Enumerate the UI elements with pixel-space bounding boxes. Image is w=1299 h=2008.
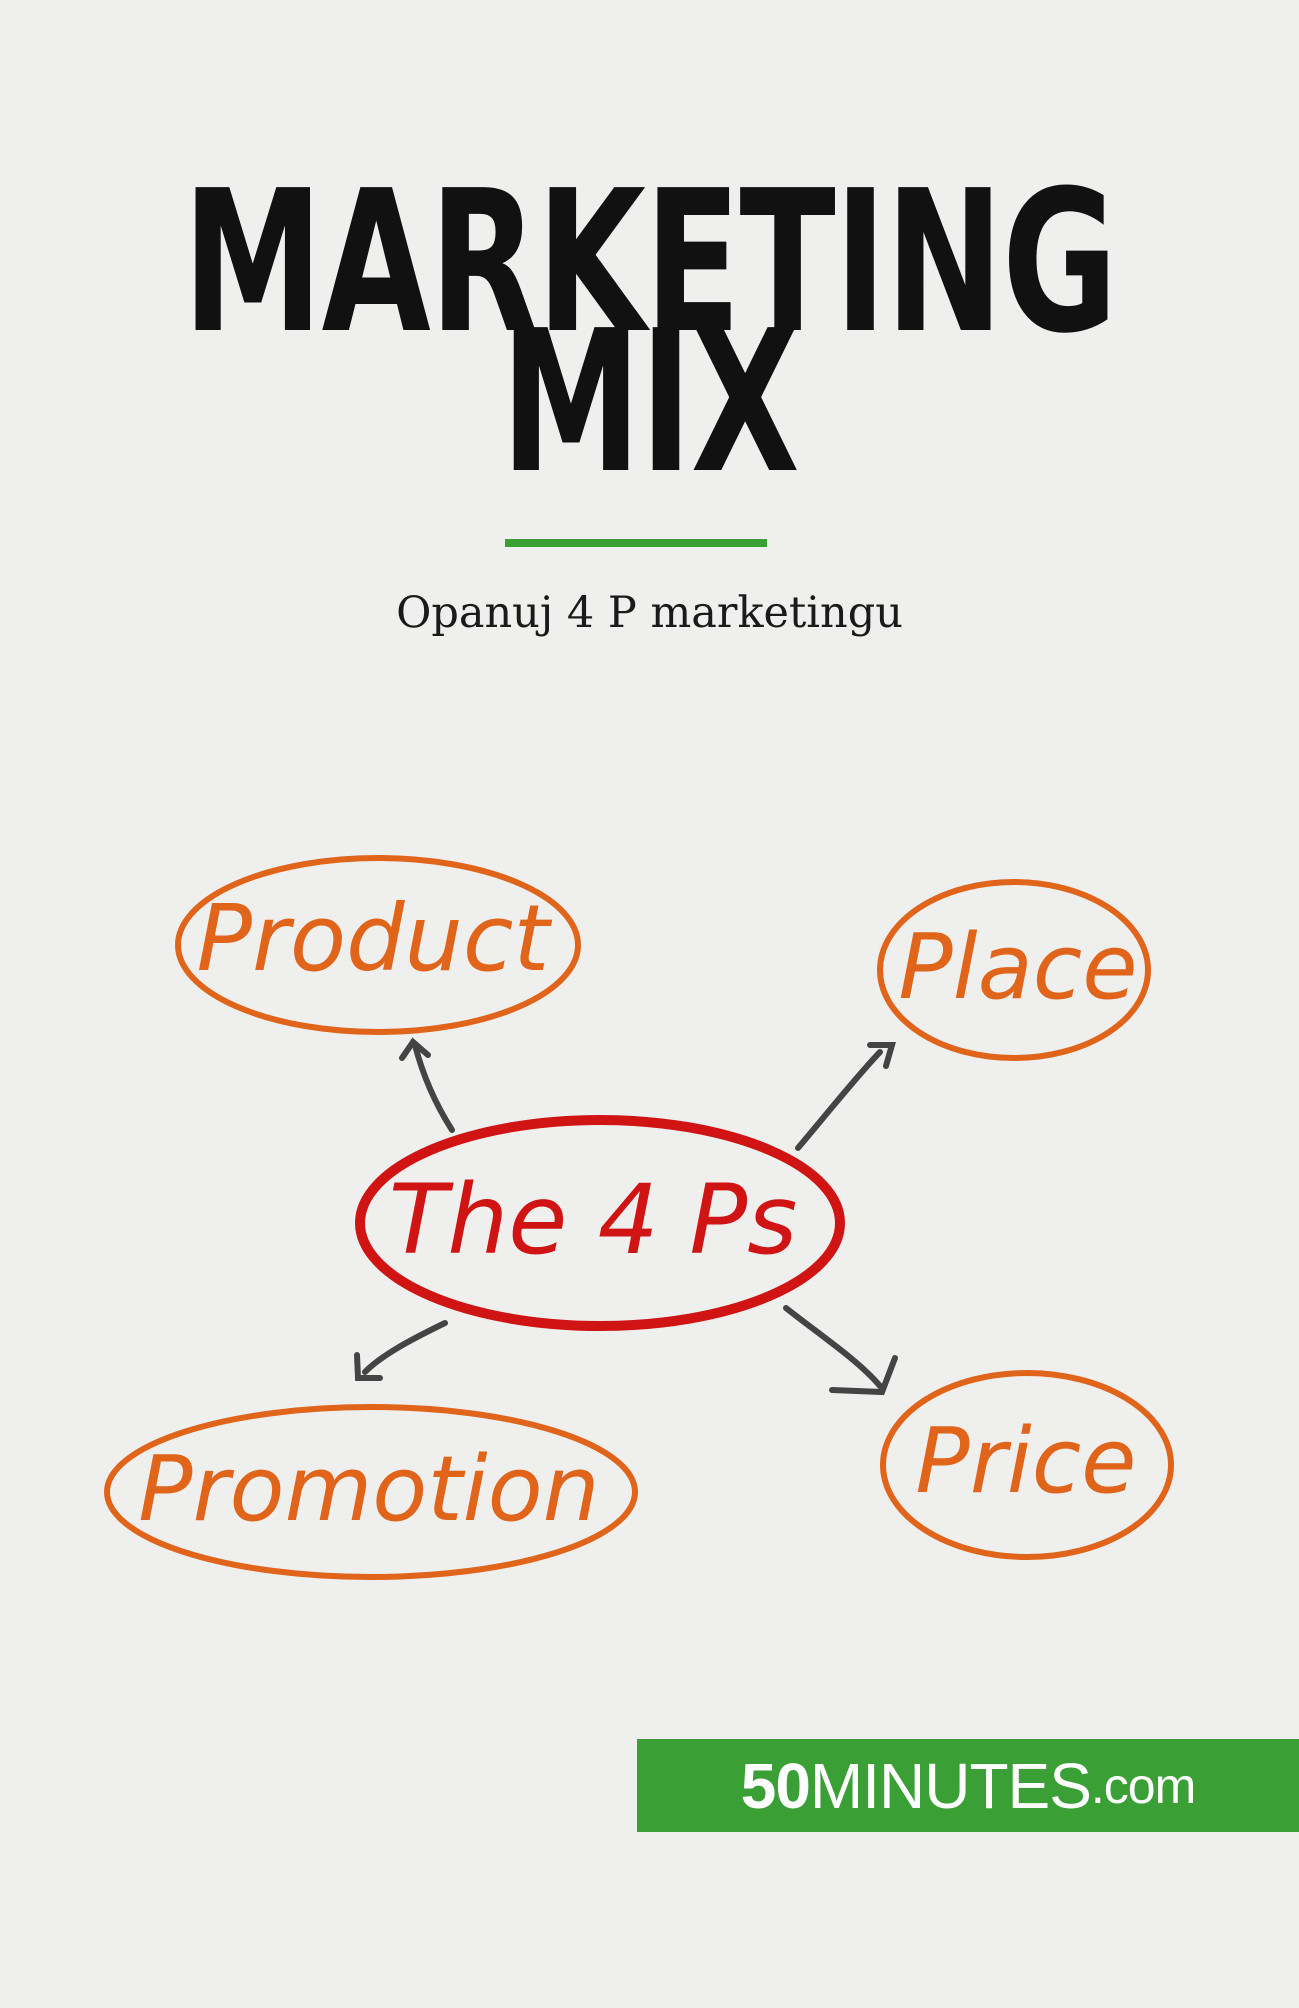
brand-name: MINUTES — [809, 1749, 1092, 1822]
arrow-to-price — [783, 1305, 883, 1389]
arrow-to-promotion — [362, 1320, 448, 1375]
arrow-head-price — [829, 1355, 898, 1396]
arrow-to-product — [412, 1042, 455, 1133]
brand-number: 50 — [740, 1749, 811, 1822]
place-label: Place — [898, 915, 1137, 1020]
price-label: Price — [915, 1409, 1136, 1514]
place-ellipse — [877, 879, 1151, 1061]
arrow-head-promotion — [354, 1352, 383, 1381]
center-label: The 4 Ps — [389, 1164, 798, 1276]
product-ellipse — [175, 855, 581, 1035]
product-label: Product — [197, 885, 553, 992]
brand-suffix: .com — [1090, 1757, 1196, 1814]
center-ellipse — [355, 1115, 845, 1331]
subtitle: Opanuj 4 P marketingu — [396, 588, 903, 638]
title-line-1: MARKETING — [182, 149, 1118, 377]
price-ellipse — [880, 1370, 1174, 1560]
arrow-to-place — [795, 1049, 883, 1151]
title-divider — [505, 539, 767, 547]
title-line-2: MIX — [500, 289, 800, 517]
arrow-head-place — [867, 1042, 896, 1069]
promotion-ellipse — [104, 1404, 638, 1580]
arrow-head-product — [399, 1037, 431, 1061]
promotion-label: Promotion — [138, 1437, 599, 1542]
